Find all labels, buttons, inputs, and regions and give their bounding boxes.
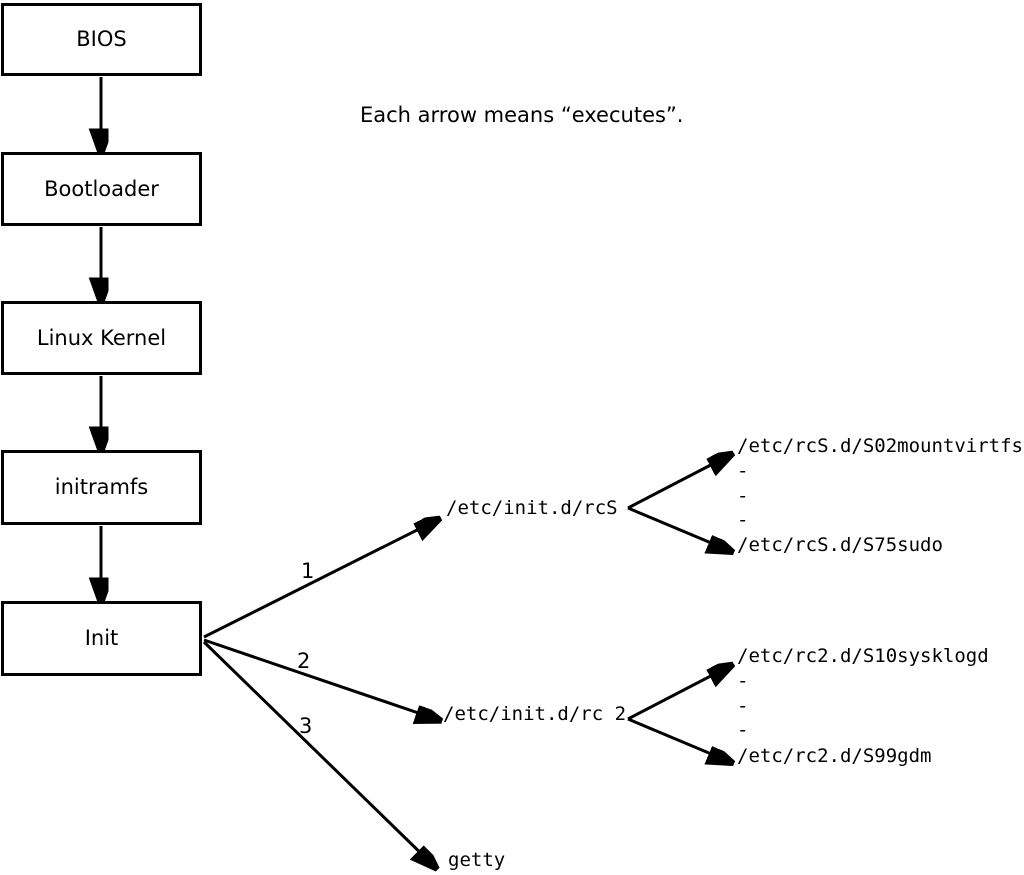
node-linux-kernel: Linux Kernel (1, 301, 202, 375)
rcs-ellipsis-dash: - (737, 485, 749, 507)
node-label: BIOS (76, 27, 127, 51)
rc2-script-last: /etc/rc2.d/S99gdm (737, 745, 932, 767)
branch-number-3: 3 (299, 714, 313, 738)
rc2-script-first: /etc/rc2.d/S10sysklogd (737, 645, 989, 667)
node-bios: BIOS (1, 3, 202, 76)
branch-target-rcs: /etc/init.d/rcS (446, 497, 618, 519)
branch-number-2: 2 (297, 649, 311, 673)
rc2-ellipsis-dash: - (737, 695, 749, 717)
arrow-rcs-to-last-script (627, 506, 728, 550)
node-initramfs: initramfs (1, 450, 202, 525)
arrow-legend-note: Each arrow means “executes”. (360, 103, 684, 127)
rcs-ellipsis-dash: - (737, 460, 749, 482)
node-label: initramfs (54, 475, 149, 499)
branch-target-rc2: /etc/init.d/rc 2 (443, 703, 627, 725)
rcs-ellipsis-dash: - (737, 509, 749, 531)
node-label: Bootloader (44, 176, 159, 201)
rcs-script-first: /etc/rcS.d/S02mountvirtfs (737, 435, 1023, 457)
node-bootloader: Bootloader (1, 152, 202, 226)
node-init: Init (1, 601, 202, 676)
rcs-script-last: /etc/rcS.d/S75sudo (737, 534, 943, 556)
branch-number-1: 1 (301, 559, 315, 583)
arrow-rc2-to-first-script (627, 667, 728, 721)
node-label: Init (84, 626, 119, 650)
arrow-init-to-getty (202, 640, 433, 865)
arrow-rc2-to-last-script (627, 717, 728, 761)
node-label: Linux Kernel (36, 325, 167, 350)
rc2-ellipsis-dash: - (737, 719, 749, 741)
rc2-ellipsis-dash: - (737, 670, 749, 692)
branch-target-getty: getty (448, 849, 506, 871)
arrow-init-to-rc2 (203, 638, 436, 719)
arrow-rcs-to-first-script (627, 456, 728, 510)
arrow-init-to-rcs (203, 521, 435, 639)
